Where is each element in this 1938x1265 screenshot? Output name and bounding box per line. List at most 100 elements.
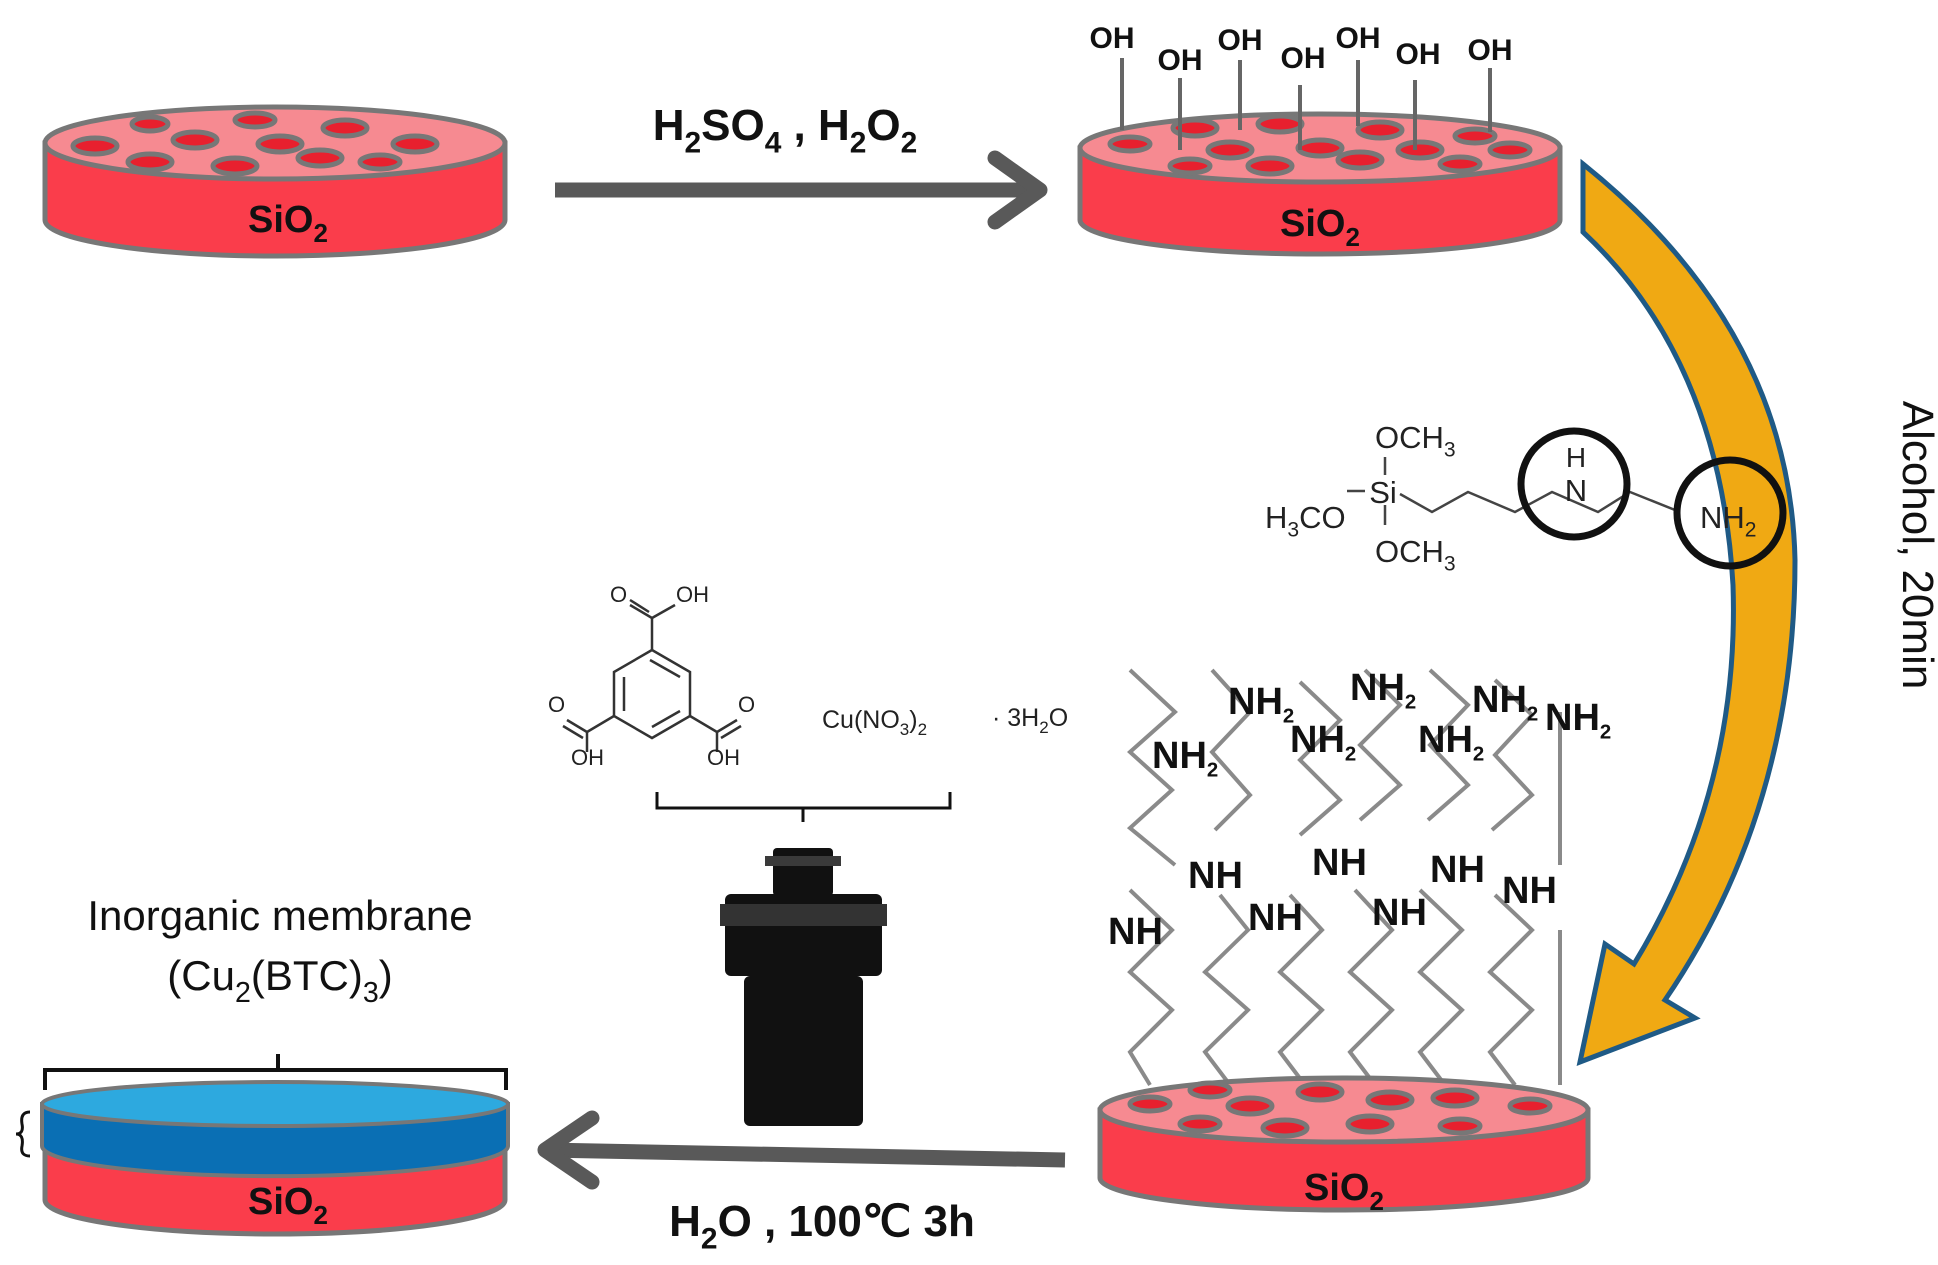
nh-label: NH (1502, 870, 1557, 912)
subscript: 2 (1745, 519, 1757, 542)
product-name: Inorganic membrane (87, 892, 472, 939)
amine-circle-secondary (1517, 427, 1631, 541)
formula-text: O , 100℃ 3h (718, 1197, 975, 1246)
subscript: 2 (1207, 759, 1218, 781)
formula-text: , H (781, 101, 849, 150)
oh-label: OH (707, 745, 740, 770)
o-label: O (610, 582, 627, 607)
formula-text: NH (1472, 679, 1527, 721)
disk-label: SiO2 (1280, 203, 1360, 252)
hydrate-label: · 3H2O (992, 704, 1068, 737)
nh2-label: NH2 (1418, 719, 1484, 765)
silane-structure: OCH3 H3CO OCH3 Si H N NH2 (1265, 420, 1787, 576)
methoxy-bottom: OCH3 (1375, 534, 1456, 576)
nh2-label: NH2 (1290, 719, 1356, 765)
subscript: 2 (1345, 743, 1356, 765)
methoxy-top: OCH3 (1375, 420, 1456, 462)
nh2-label: NH2 (1472, 679, 1538, 725)
arrow-step1 (555, 150, 1048, 230)
subscript: 2 (235, 977, 251, 1009)
formula-text: O (1049, 704, 1068, 732)
btc-structure (562, 598, 742, 752)
subscript: 2 (901, 126, 918, 159)
formula-text: (BTC) (251, 952, 363, 999)
subscript: 2 (1600, 721, 1611, 743)
subscript: 2 (1283, 705, 1294, 727)
oh-label: OH (1158, 44, 1203, 77)
nh-label: NH (1312, 842, 1367, 884)
oh-label: OH (1090, 22, 1135, 55)
formula-text: Alcohol, 20min (1893, 401, 1938, 690)
disk-label: SiO2 (248, 199, 328, 248)
disk-hydroxylated-sio2: OH OH OH OH OH OH OH SiO2 (1077, 22, 1563, 257)
formula-text: NH (1152, 735, 1207, 777)
oh-label: OH (1336, 22, 1381, 55)
hydrogen-atom: H (1566, 442, 1586, 473)
subscript: 3 (363, 977, 379, 1009)
oh-label: OH (676, 582, 709, 607)
oh-label: OH (1218, 24, 1263, 57)
layer-brace (15, 1110, 31, 1158)
product-bracket (43, 1054, 508, 1090)
copper-nitrate: Cu(NO3)2 (822, 706, 927, 739)
disk-label: SiO2 (1304, 1167, 1384, 1216)
subscript: 2 (701, 1222, 718, 1255)
formula-text: · 3H (992, 704, 1039, 732)
pores (70, 110, 440, 177)
nh-label: NH (1248, 897, 1303, 939)
oh-label: OH (1468, 34, 1513, 67)
amine-labels: NH2 NH2 NH2 NH2 NH2 NH2 NH2 NH NH NH NH … (1108, 667, 1611, 953)
formula-text: ) (909, 706, 917, 734)
o-label: O (548, 692, 565, 717)
arrow-step3 (537, 1110, 1066, 1190)
btc-labels: O OH O OH O OH (548, 582, 755, 770)
nitrogen-atom: N (1565, 473, 1587, 508)
disk-label: SiO2 (248, 1181, 328, 1230)
amine-chains (1126, 668, 1562, 1087)
nh-label: NH (1188, 855, 1243, 897)
product-formula: (Cu2(BTC)3) (167, 952, 392, 1009)
subscript: 2 (1473, 743, 1484, 765)
formula-text: (Cu (167, 952, 235, 999)
methoxy-left: H3CO (1265, 500, 1346, 542)
nh-label: NH (1430, 849, 1485, 891)
formula-text: SO (701, 101, 765, 150)
oh-label: OH (1396, 38, 1441, 71)
subscript: 2 (684, 126, 701, 159)
subscript: 3 (1444, 439, 1456, 462)
subscript: 2 (918, 720, 927, 739)
pores (1107, 113, 1533, 177)
formula-text: NH (1700, 500, 1745, 535)
formula-text: NH (1228, 681, 1283, 723)
formula-text: H (653, 101, 685, 150)
step2-label: Alcohol, 20min (1893, 401, 1938, 690)
disk-raw-sio2: SiO2 (42, 104, 508, 259)
oh-label: OH (571, 745, 604, 770)
oh-label: OH (1281, 42, 1326, 75)
formula-text: NH (1418, 719, 1473, 761)
hydroxyl-groups (1120, 58, 1492, 150)
subscript: 2 (1405, 691, 1416, 713)
formula-text: NH (1350, 667, 1405, 709)
subscript: 2 (1039, 718, 1048, 737)
terminal-amine: NH2 (1700, 500, 1757, 542)
subscript: 3 (1444, 553, 1456, 576)
o-label: O (738, 692, 755, 717)
formula-text: OCH (1375, 420, 1444, 455)
step1-label: H2SO4 , H2O2 (653, 101, 918, 159)
formula-text: H (669, 1197, 701, 1246)
disk-membrane: SiO2 (15, 1080, 510, 1237)
formula-text: NH (1545, 697, 1600, 739)
nh2-label: NH2 (1545, 697, 1611, 743)
nh2-label: NH2 (1228, 681, 1294, 727)
step3-label: H2O , 100℃ 3h (669, 1197, 975, 1255)
nh-label: NH (1372, 892, 1427, 934)
nh2-label: NH2 (1350, 667, 1416, 713)
curved-arrow-step2 (1576, 158, 1798, 1066)
formula-text: Cu(NO (822, 706, 900, 734)
pores (1127, 1080, 1553, 1139)
formula-text: ) (379, 952, 393, 999)
nh2-label: NH2 (1152, 735, 1218, 781)
reagent-bracket (655, 792, 952, 822)
amine-circle-primary (1673, 456, 1787, 570)
